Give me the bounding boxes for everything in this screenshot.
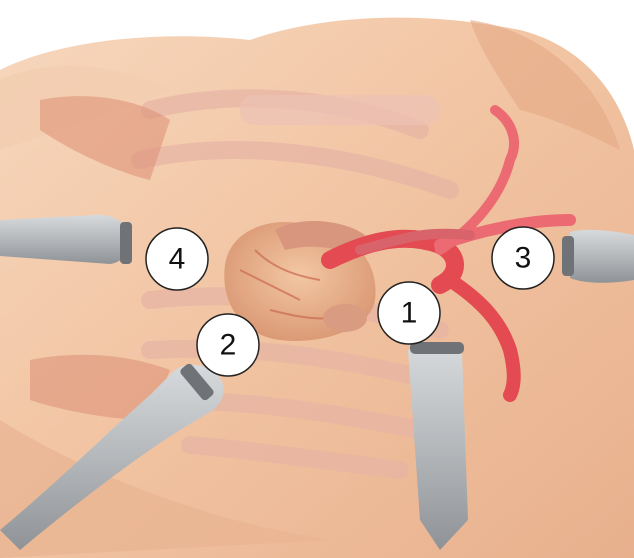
marker-1-label: 1 — [401, 297, 418, 330]
marker-3-label: 3 — [515, 242, 532, 275]
marker-3: 3 — [492, 227, 554, 289]
probe-suprasternal — [562, 230, 634, 283]
marker-4-label: 4 — [169, 243, 186, 276]
marker-2: 2 — [197, 314, 259, 376]
probe-parasternal — [0, 215, 132, 264]
marker-1: 1 — [378, 282, 440, 344]
right-atrium — [323, 304, 367, 332]
marker-4: 4 — [146, 228, 208, 290]
sternum — [240, 95, 440, 125]
marker-2-label: 2 — [220, 329, 237, 362]
